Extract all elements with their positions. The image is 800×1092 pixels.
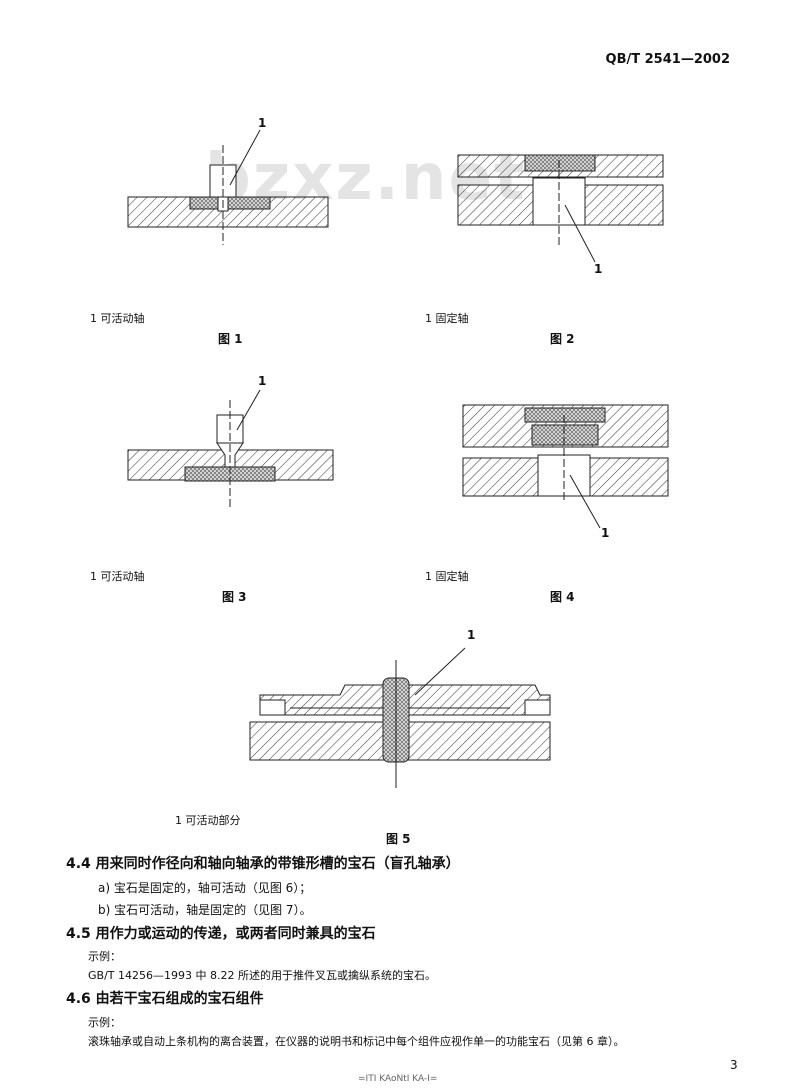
- figure-5-caption: 1 可活动部分: [175, 814, 241, 827]
- figure-1-drawing: [127, 129, 329, 245]
- section-4-5-heading: 4.5 用作力或运动的传递，或两者同时兼具的宝石: [66, 926, 376, 942]
- figure-2-label: 1: [594, 262, 603, 276]
- figure-3-drawing: [127, 389, 334, 510]
- figure-1-caption: 1 可活动轴: [90, 312, 145, 325]
- section-4-6-example: 滚珠轴承或自动上条机构的离合装置，在仪器的说明书和标记中每个组件应视作单一的功能…: [88, 1035, 625, 1048]
- figure-5-title: 图 5: [386, 832, 411, 846]
- section-4-6-heading: 4.6 由若干宝石组成的宝石组件: [66, 991, 264, 1007]
- footer-text: =ITI KAoNtI KA-I=: [358, 1074, 438, 1084]
- figure-5-label: 1: [467, 628, 476, 642]
- figure-3-caption: 1 可活动轴: [90, 570, 145, 583]
- figure-1-title: 图 1: [218, 332, 243, 346]
- figure-3-title: 图 3: [222, 590, 247, 604]
- section-4-5-example-label: 示例：: [88, 950, 121, 963]
- figure-4-title: 图 4: [550, 590, 575, 604]
- figure-1-label: 1: [258, 116, 267, 130]
- figure-3-label: 1: [258, 374, 267, 388]
- section-4-6-example-label: 示例：: [88, 1016, 121, 1029]
- figure-2-caption: 1 固定轴: [425, 312, 469, 325]
- figure-5-drawing: [249, 647, 551, 788]
- page-number: 3: [730, 1058, 738, 1072]
- figure-2-drawing: [457, 154, 664, 263]
- figure-4-caption: 1 固定轴: [425, 570, 469, 583]
- figure-4-label: 1: [601, 526, 610, 540]
- section-4-5-example: GB/T 14256—1993 中 8.22 所述的用于推件叉瓦或擒纵系统的宝石…: [88, 969, 436, 982]
- section-4-4-item-a: a) 宝石是固定的，轴可活动（见图 6）；: [98, 881, 312, 895]
- section-4-4-heading: 4.4 用来同时作径向和轴向轴承的带锥形槽的宝石（盲孔轴承）: [66, 856, 460, 872]
- standard-number: QB/T 2541—2002: [605, 52, 730, 67]
- figure-2-title: 图 2: [550, 332, 575, 346]
- figure-4-drawing: [462, 404, 669, 529]
- section-4-4-item-b: b) 宝石可活动，轴是固定的（见图 7）。: [98, 903, 312, 917]
